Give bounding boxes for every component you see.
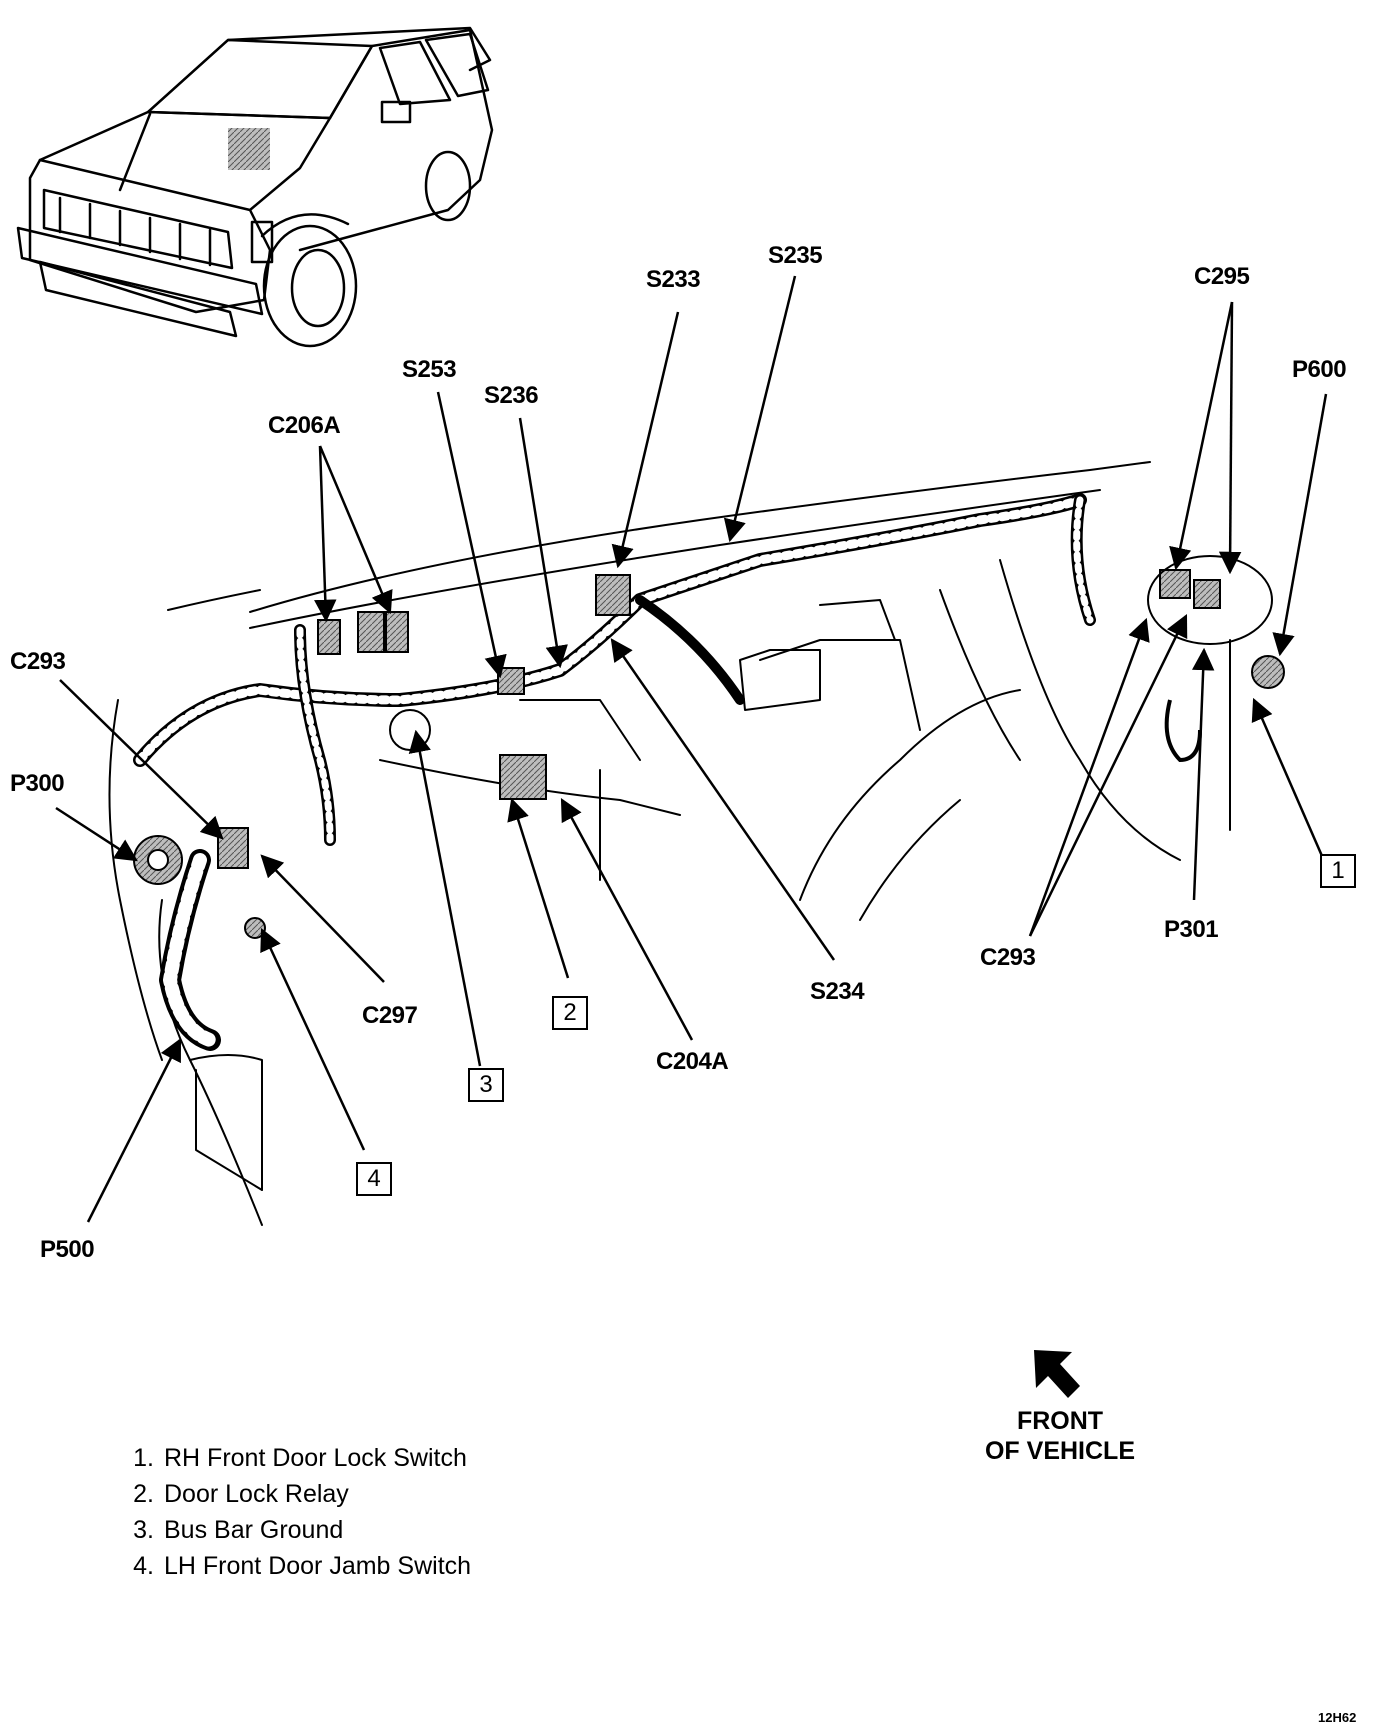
- legend-text: Door Lock Relay: [164, 1480, 349, 1508]
- arrow-c293-right-a: [1028, 617, 1150, 937]
- arrow-c293-right-b: [1028, 613, 1188, 937]
- label-c297: C297: [362, 1002, 418, 1029]
- legend-item-2: 2. Door Lock Relay: [108, 1476, 471, 1512]
- legend-item-3: 3. Bus Bar Ground: [108, 1512, 471, 1548]
- legend-item-4: 4. LH Front Door Jamb Switch: [108, 1548, 471, 1584]
- front-arrow-icon: [1034, 1350, 1080, 1398]
- label-s233: S233: [646, 266, 701, 293]
- arrow-c295-a: [1169, 301, 1234, 571]
- arrow-p600: [1272, 393, 1328, 657]
- arrow-p301: [1191, 647, 1215, 901]
- callout-4: 4: [356, 1162, 392, 1196]
- label-p600: P600: [1292, 356, 1347, 383]
- arrow-s236: [518, 417, 568, 669]
- label-c204a: C204A: [656, 1048, 729, 1075]
- label-p300: P300: [10, 770, 65, 797]
- arrow-c206a-b: [318, 445, 393, 615]
- legend: 1. RH Front Door Lock Switch 2. Door Loc…: [108, 1440, 471, 1584]
- callout-2: 2: [552, 996, 588, 1030]
- legend-number: 4.: [133, 1552, 154, 1580]
- label-p500: P500: [40, 1236, 95, 1263]
- arrow-s234: [610, 638, 836, 961]
- label-p301: P301: [1164, 916, 1219, 943]
- leader-arrows: [55, 275, 1328, 1223]
- arrow-c206a-a: [314, 445, 337, 623]
- arrow-p300: [55, 806, 138, 862]
- arrow-c295-b: [1218, 301, 1242, 575]
- label-c295: C295: [1194, 263, 1250, 290]
- front-of-vehicle-label: FRONT OF VEHICLE: [970, 1406, 1150, 1466]
- arrow-c297: [260, 854, 385, 983]
- label-c206a: C206A: [268, 412, 341, 439]
- label-c293-right: C293: [980, 944, 1036, 971]
- legend-number: 2.: [133, 1480, 154, 1508]
- arrow-c293-left: [59, 679, 224, 840]
- wiring-harness: [133, 493, 1096, 1051]
- legend-number: 3.: [133, 1516, 154, 1544]
- arrow-p500: [86, 1037, 182, 1223]
- dashboard-outline: [108, 461, 1231, 1226]
- legend-text: RH Front Door Lock Switch: [164, 1444, 467, 1472]
- figure-code: 12H62: [1318, 1710, 1357, 1725]
- label-s234: S234: [810, 978, 865, 1005]
- callout-1: 1: [1320, 854, 1356, 888]
- label-c293-left: C293: [10, 648, 66, 675]
- arrow-s233: [611, 311, 680, 569]
- vehicle-thumbnail: [16, 26, 494, 348]
- legend-item-1: 1. RH Front Door Lock Switch: [108, 1440, 471, 1476]
- label-s236: S236: [484, 382, 539, 409]
- label-s235: S235: [768, 242, 823, 269]
- connector-shapes: [133, 555, 1285, 939]
- arrow-s253: [436, 391, 507, 679]
- front-line-2: OF VEHICLE: [984, 1437, 1135, 1465]
- label-s253: S253: [402, 356, 457, 383]
- arrow-s235: [723, 275, 797, 543]
- legend-text: LH Front Door Jamb Switch: [164, 1552, 472, 1580]
- arrow-4: [260, 927, 366, 1151]
- arrow-1: [1251, 697, 1324, 857]
- arrow-c204a: [560, 798, 694, 1041]
- arrow-2: [507, 797, 570, 979]
- arrow-3: [408, 729, 482, 1067]
- legend-text: Bus Bar Ground: [164, 1516, 344, 1544]
- front-line-1: FRONT: [1016, 1407, 1104, 1435]
- callout-3: 3: [468, 1068, 504, 1102]
- legend-number: 1.: [133, 1444, 154, 1472]
